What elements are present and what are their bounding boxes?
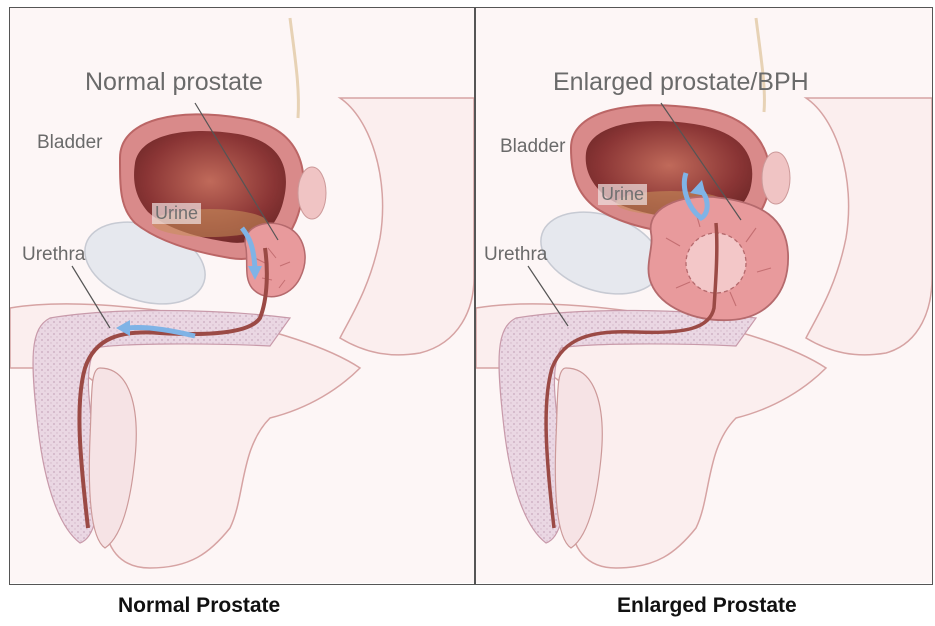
- seminal-vesicle: [762, 152, 790, 204]
- urethra-label: Urethra: [484, 244, 547, 266]
- urine-label: Urine: [152, 203, 201, 224]
- enlarged-prostate-title: Enlarged prostate/BPH: [553, 68, 809, 97]
- normal-prostate-title: Normal prostate: [85, 68, 263, 97]
- urethra-label: Urethra: [22, 244, 85, 266]
- urine-label: Urine: [598, 184, 647, 205]
- enlarged-prostate-panel: Enlarged prostate/BPH Bladder Urine Uret…: [476, 8, 932, 583]
- seminal-vesicle: [298, 167, 326, 219]
- enlarged-prostate-caption: Enlarged Prostate: [617, 594, 797, 618]
- bladder-label: Bladder: [500, 136, 566, 158]
- normal-prostate-panel: Normal prostate Bladder Urine Urethra: [10, 8, 474, 583]
- normal-prostate-caption: Normal Prostate: [118, 594, 280, 618]
- bladder-label: Bladder: [37, 132, 103, 154]
